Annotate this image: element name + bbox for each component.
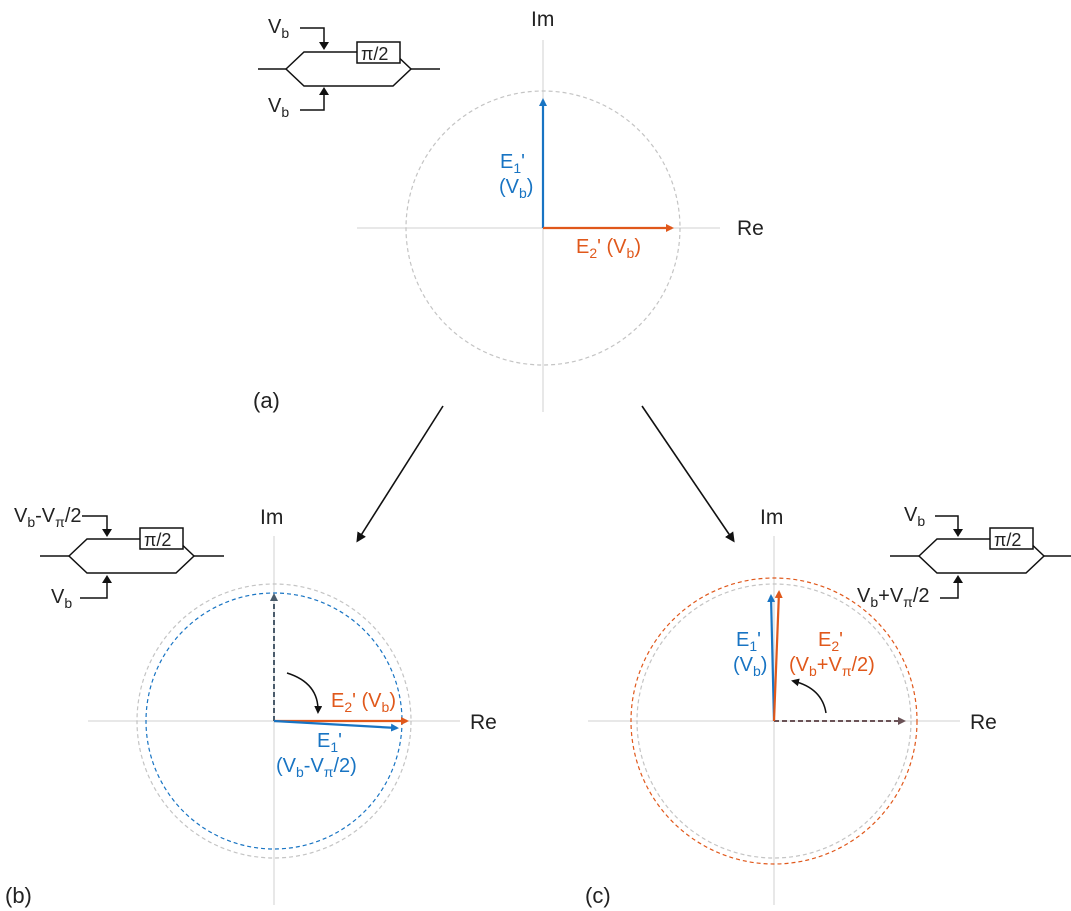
transition-arrow-to-b [356,405,444,543]
e1-argument: (Vb-Vπ/2) [276,755,357,780]
bias-arrow-icon [102,529,112,537]
panel-a-label: (a) [253,388,280,413]
bias-arrow-icon [953,575,963,583]
re-axis-label: Re [470,711,497,734]
im-axis-label: Im [260,506,283,529]
panel-b: Im Re E2' (Vb) E1' (Vb-Vπ/2) (b) π/2 Vb-… [5,505,497,908]
unit-circle [405,90,681,366]
bias-arrow-icon [319,42,329,50]
e1-argument: (Vb) [499,176,533,201]
bias-arrow-icon [953,529,963,537]
mzm-modulator-b [40,515,224,599]
e2-magnitude-circle [630,577,918,865]
top-bias-label: Vb [268,16,289,41]
e2-argument: (Vb+Vπ/2) [789,654,875,679]
panel-c-label: (c) [585,883,611,908]
rotation-arc-arrow [791,678,827,714]
e1-phasor-arrow [767,594,776,722]
im-axis-label: Im [760,506,783,529]
e2-label: E2' (Vb) [576,236,641,261]
e2-label: E2' (Vb) [331,690,396,715]
transition-arrow-to-c [641,405,735,543]
re-axis-label: Re [737,217,764,240]
e1-argument: (Vb) [733,654,767,679]
reference-circle [636,583,912,859]
e2-label: E2' [818,629,843,654]
im-axis-label: Im [531,8,554,31]
phase-shift-box-label: π/2 [144,530,171,550]
reference-circle [136,583,412,859]
phase-shift-box-label: π/2 [361,44,388,64]
bottom-bias-label: Vb [268,95,289,120]
panel-c: Im Re E1' (Vb) E2' (Vb+Vπ/2) (c) π/2 Vb … [585,504,1071,908]
phase-shift-box-label: π/2 [994,530,1021,550]
rotation-arc-arrow [286,672,323,714]
panel-a: Im Re E1' (Vb) E2' (Vb) (a) π/2 Vb Vb [253,8,764,413]
e1-phasor-arrow [273,719,399,732]
e1-label: E1' [736,629,761,654]
top-bias-label: Vb-Vπ/2 [14,505,82,530]
re-axis-label: Re [970,711,997,734]
panel-b-label: (b) [5,883,32,908]
top-bias-label: Vb [904,504,925,529]
mzm-modulator-a [258,27,440,111]
bias-arrow-icon [102,575,112,583]
e1-label: E1' [500,151,525,176]
bias-arrow-icon [319,87,329,95]
e1-label: E1' [317,730,342,755]
bottom-bias-label: Vb+Vπ/2 [857,585,930,610]
bottom-bias-label: Vb [51,586,72,611]
mzm-modulator-c [890,515,1071,599]
e2-phasor-arrow [772,590,783,722]
